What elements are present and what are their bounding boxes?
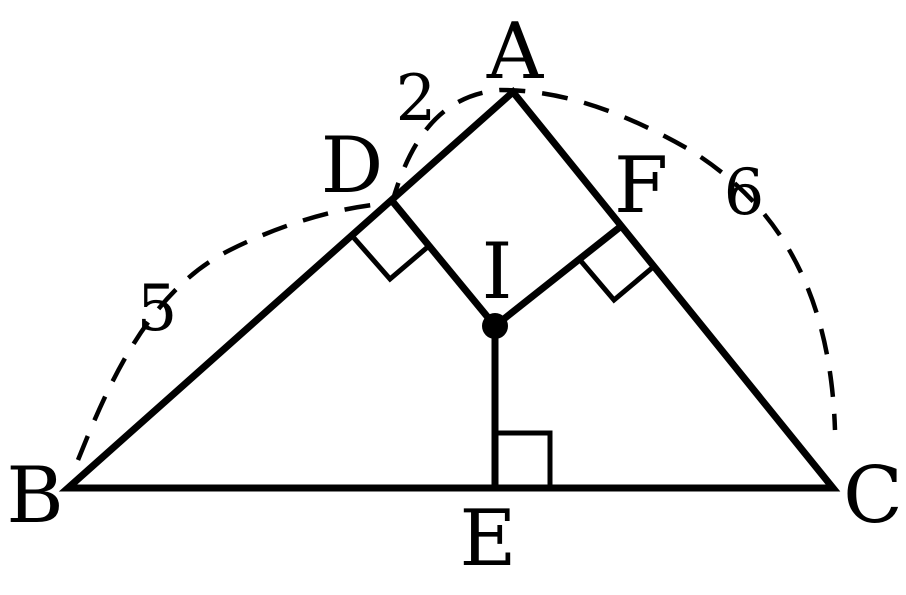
label-i: I — [482, 227, 513, 317]
right-angle-marker-f — [578, 258, 654, 304]
dashed-arc — [75, 87, 838, 461]
label-c: C — [843, 451, 903, 541]
arc-label-fc: 6 — [724, 156, 765, 230]
label-f: F — [614, 141, 668, 231]
incenter-point — [482, 313, 508, 339]
segment-id — [390, 199, 498, 329]
right-angle-marker-d — [352, 236, 432, 283]
label-a: A — [486, 7, 545, 97]
triangle-abc — [58, 86, 841, 492]
label-d: D — [321, 121, 384, 211]
right-angle-marker-e — [495, 430, 553, 488]
label-b: B — [6, 451, 63, 541]
arc-label-ad: 2 — [396, 62, 437, 136]
label-e: E — [460, 494, 517, 584]
arc-label-bd: 5 — [137, 272, 178, 346]
segment-if — [492, 224, 623, 329]
